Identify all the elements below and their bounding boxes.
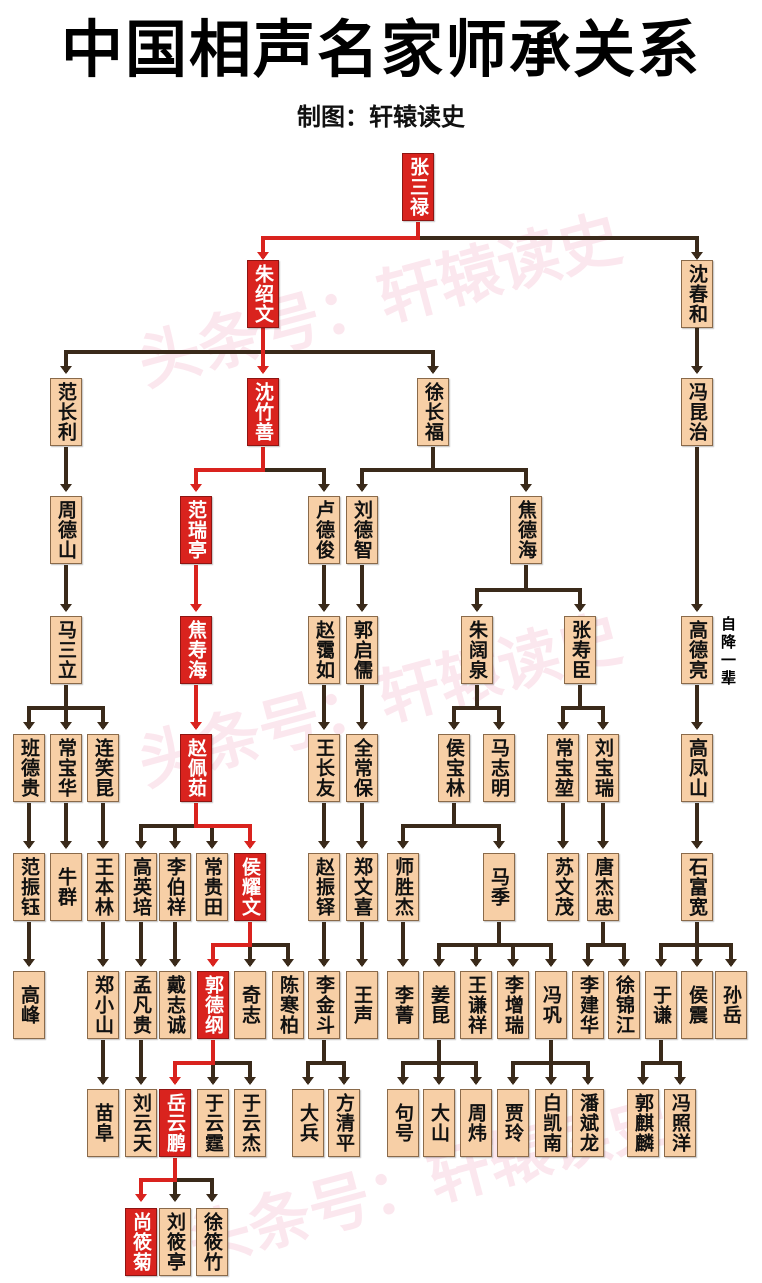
person-node-zhu-kuoquan: 朱阔泉 [461, 616, 493, 684]
person-node-liu-yuntian: 刘云天 [125, 1089, 157, 1157]
person-node-xu-xiaozhu: 徐筱竹 [196, 1208, 228, 1276]
person-node-zhou-wei: 周炜 [460, 1089, 492, 1157]
person-node-niu-qun: 牛群 [50, 853, 82, 921]
person-node-wang-sheng: 王声 [346, 971, 378, 1039]
person-node-ma-zhiming: 马志明 [483, 734, 515, 802]
person-node-xu-changfu: 徐长福 [417, 378, 449, 446]
person-node-guo-qilin: 郭麒麟 [627, 1089, 659, 1157]
person-node-jia-ling: 贾玲 [497, 1089, 529, 1157]
person-node-li-boxiang: 李伯祥 [159, 853, 191, 921]
person-node-ma-ji: 马季 [483, 853, 515, 921]
person-node-zheng-wenxi: 郑文喜 [346, 853, 378, 921]
person-node-yu-yunting: 于云霆 [197, 1089, 229, 1157]
person-node-gao-yingpei: 高英培 [125, 853, 157, 921]
person-node-fang-qingping: 方清平 [328, 1089, 360, 1157]
person-node-gao-fengshan: 高凤山 [681, 734, 713, 802]
person-node-zhang-sanlu: 张三禄 [402, 153, 434, 221]
person-node-jiao-dehai: 焦德海 [510, 496, 542, 564]
page-subtitle: 制图：轩辕读史 [297, 103, 465, 131]
person-node-gao-feng: 高峰 [13, 971, 45, 1039]
person-node-shang-xiaoju: 尚筱菊 [125, 1208, 157, 1276]
person-node-feng-gong: 冯巩 [535, 971, 567, 1039]
person-node-meng-fangui: 孟凡贵 [125, 971, 157, 1039]
person-node-fan-ruiting: 范瑞亭 [180, 496, 212, 564]
person-node-chang-guitian: 常贵田 [196, 853, 228, 921]
person-node-tang-jiezhong: 唐杰忠 [587, 853, 619, 921]
person-node-yue-yunpeng: 岳云鹏 [159, 1089, 191, 1157]
person-node-li-jianhua: 李建华 [572, 971, 604, 1039]
person-node-dai-zhicheng: 戴志诚 [159, 971, 191, 1039]
person-node-chen-hanbai: 陈寒柏 [272, 971, 304, 1039]
person-node-qi-zhi: 奇志 [234, 971, 266, 1039]
person-node-zhu-shaowen: 朱绍文 [247, 260, 279, 328]
person-node-li-jindou: 李金斗 [308, 971, 340, 1039]
person-node-feng-kunzhi: 冯昆治 [681, 378, 713, 446]
person-node-bai-kainan: 白凯南 [535, 1089, 567, 1157]
person-node-da-bing: 大兵 [292, 1089, 324, 1157]
person-node-fan-zhenyu: 范振钰 [13, 853, 45, 921]
person-node-jiang-kun: 姜昆 [423, 971, 455, 1039]
person-node-liu-dezhi: 刘德智 [346, 496, 378, 564]
person-node-li-zengrui: 李增瑞 [497, 971, 529, 1039]
person-node-zheng-xiaoshan: 郑小山 [87, 971, 119, 1039]
person-node-hou-yaowen: 侯耀文 [234, 853, 266, 921]
person-node-chang-baohua: 常宝华 [50, 734, 82, 802]
person-node-liu-xiaoting: 刘筱亭 [159, 1208, 191, 1276]
person-node-guo-degang: 郭德纲 [197, 971, 229, 1039]
page-title: 中国相声名家师承关系 [60, 13, 701, 86]
person-node-gao-deliang: 高德亮 [681, 616, 713, 684]
person-node-wang-benlin: 王本林 [87, 853, 119, 921]
person-node-chang-baoqian: 常宝堃 [547, 734, 579, 802]
person-node-su-wenmao: 苏文茂 [547, 853, 579, 921]
person-node-yu-qian: 于谦 [645, 971, 677, 1039]
person-node-ban-degui: 班德贵 [13, 734, 45, 802]
person-node-wang-changyou: 王长友 [308, 734, 340, 802]
person-node-zhou-deshan: 周德山 [50, 496, 82, 564]
person-node-yu-yunjie: 于云杰 [234, 1089, 266, 1157]
person-node-lu-dejun: 卢德俊 [308, 496, 340, 564]
person-node-ju-hao: 句号 [387, 1089, 419, 1157]
person-node-jiao-shouhai: 焦寿海 [180, 616, 212, 684]
person-node-shi-shengjie: 师胜杰 [387, 853, 419, 921]
person-node-zhao-peiru: 赵佩茹 [180, 734, 212, 802]
person-node-ma-sanli: 马三立 [50, 616, 82, 684]
person-node-sun-yue: 孙岳 [715, 971, 747, 1039]
person-node-lian-xiaokun: 连笑昆 [87, 734, 119, 802]
person-node-miao-fu: 苗阜 [87, 1089, 119, 1157]
person-node-zhao-airu: 赵霭如 [308, 616, 340, 684]
person-node-pan-binlong: 潘斌龙 [572, 1089, 604, 1157]
person-node-zhao-zhenduo: 赵振铎 [308, 853, 340, 921]
person-node-li-jing: 李菁 [387, 971, 419, 1039]
person-node-shen-chunhe: 沈春和 [681, 260, 713, 328]
person-node-feng-zhaoyang: 冯照洋 [664, 1089, 696, 1157]
person-node-xu-jinjiang: 徐锦江 [608, 971, 640, 1039]
person-node-quan-changbao: 全常保 [346, 734, 378, 802]
person-node-shen-zhushan: 沈竹善 [247, 378, 279, 446]
person-node-hou-zhen: 侯震 [681, 971, 713, 1039]
person-node-wang-qianxiang: 王谦祥 [460, 971, 492, 1039]
person-node-hou-baolin: 侯宝林 [438, 734, 470, 802]
person-node-fan-changli: 范长利 [50, 378, 82, 446]
person-node-da-shan: 大山 [423, 1089, 455, 1157]
person-node-guo-qiru: 郭启儒 [346, 616, 378, 684]
person-node-shi-fukuan: 石富宽 [681, 853, 713, 921]
person-node-liu-baorui: 刘宝瑞 [587, 734, 619, 802]
annotation-note: 自降一辈 [719, 616, 737, 688]
person-node-zhang-shouchen: 张寿臣 [564, 616, 596, 684]
